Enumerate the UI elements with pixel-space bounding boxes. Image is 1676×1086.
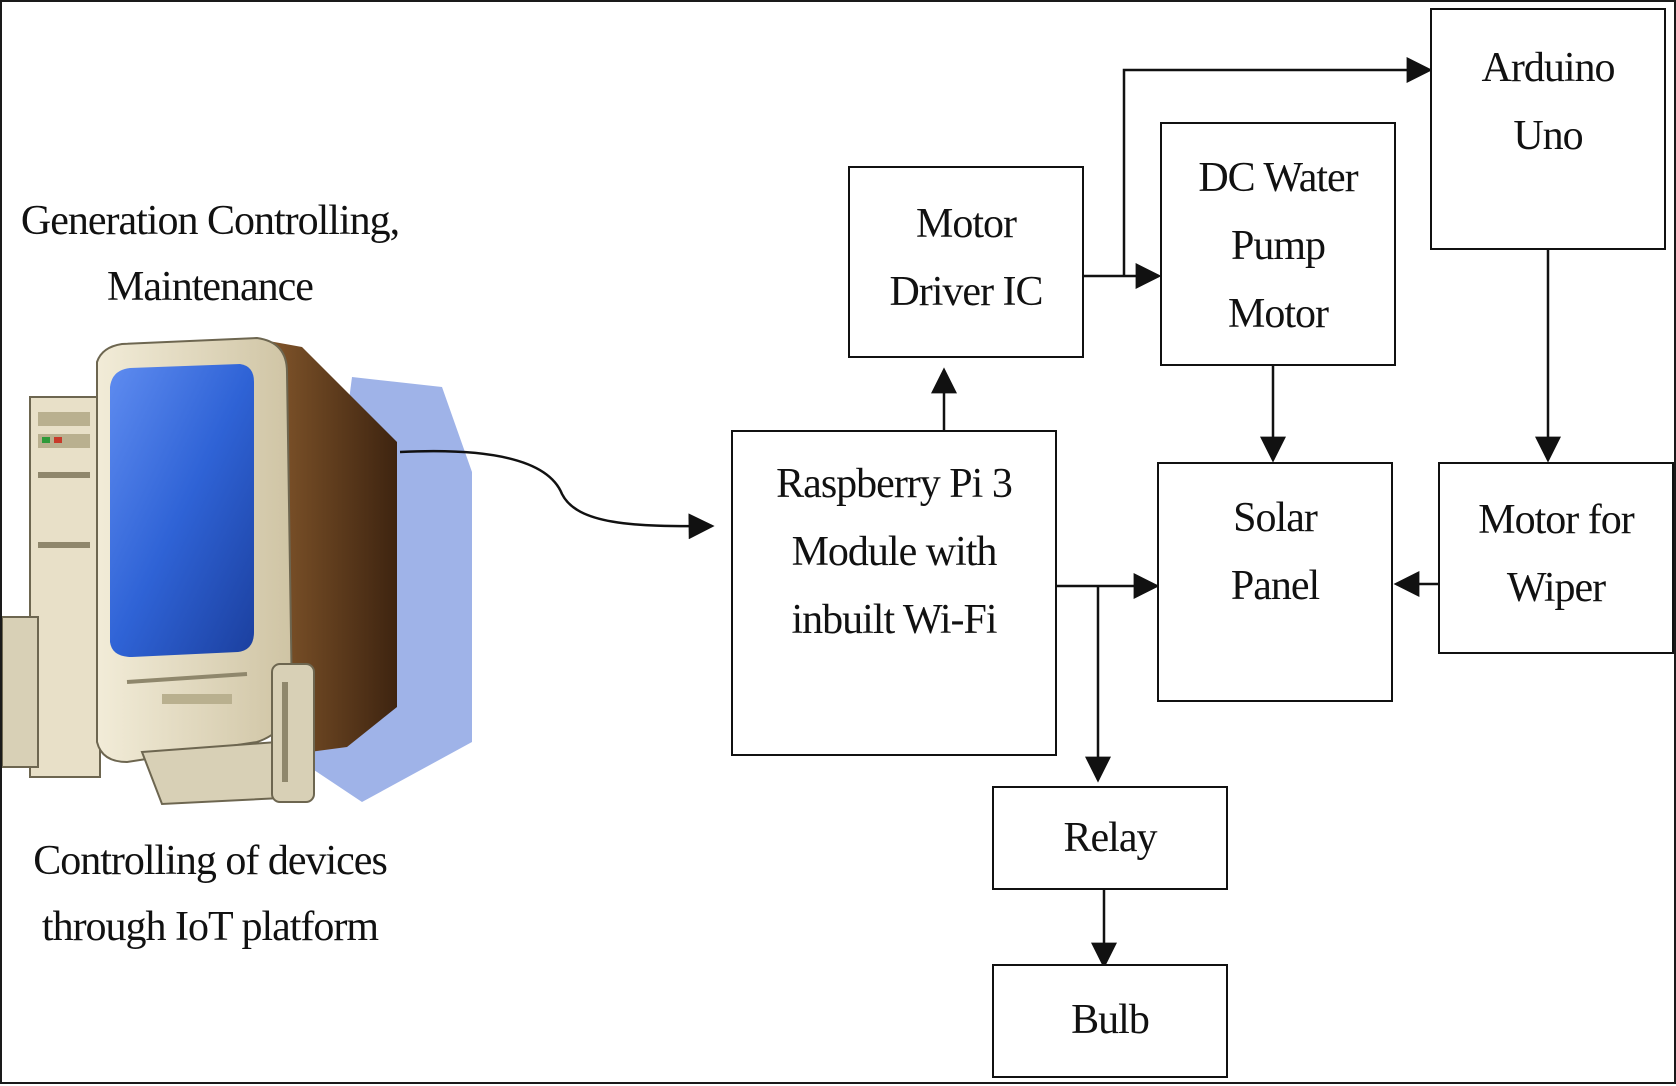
- wireless-link-arrow: [399, 449, 715, 540]
- block-label-line: Module with: [791, 529, 998, 575]
- block-label-line: Relay: [1063, 815, 1158, 861]
- caption-line: through IoT platform: [41, 904, 379, 950]
- block-label-line: Bulb: [1071, 997, 1150, 1043]
- block-label-line: inbuilt Wi-Fi: [791, 597, 997, 643]
- block-label-line: Motor for: [1478, 497, 1634, 543]
- dc-water-pump-motor-block: DC Water Pump Motor: [1160, 122, 1396, 366]
- block-label-line: Uno: [1513, 113, 1583, 159]
- raspberry-pi-block: Raspberry Pi 3 Module with inbuilt Wi-Fi: [731, 430, 1057, 756]
- caption-line: Maintenance: [107, 264, 314, 310]
- computer-top-caption: Generation Controlling, Maintenance: [20, 188, 400, 320]
- block-label-line: Motor: [1228, 291, 1329, 337]
- block-label-line: Driver IC: [889, 269, 1043, 315]
- caption-line: Controlling of devices: [33, 838, 388, 884]
- wiper-motor-block: Motor for Wiper: [1438, 462, 1674, 654]
- solar-panel-block: Solar Panel: [1157, 462, 1393, 702]
- motor-driver-ic-block: Motor Driver IC: [848, 166, 1084, 358]
- relay-block: Relay: [992, 786, 1228, 890]
- block-label-line: Pump: [1230, 223, 1326, 269]
- computer-bottom-caption: Controlling of devices through IoT platf…: [20, 828, 400, 960]
- block-label-line: Arduino: [1481, 45, 1616, 91]
- computer-icon: [2, 336, 472, 806]
- block-label-line: Solar: [1233, 495, 1318, 541]
- block-label-line: Raspberry Pi 3: [776, 461, 1013, 507]
- bulb-block: Bulb: [992, 964, 1228, 1078]
- block-label-line: Motor: [916, 201, 1017, 247]
- block-label-line: Wiper: [1506, 565, 1606, 611]
- block-label-line: Panel: [1230, 563, 1320, 609]
- block-label-line: DC Water: [1198, 155, 1358, 201]
- motor-driver-to-arduino-arrow: [1122, 57, 1433, 276]
- arduino-uno-block: Arduino Uno: [1430, 8, 1666, 250]
- caption-line: Generation Controlling,: [20, 198, 400, 244]
